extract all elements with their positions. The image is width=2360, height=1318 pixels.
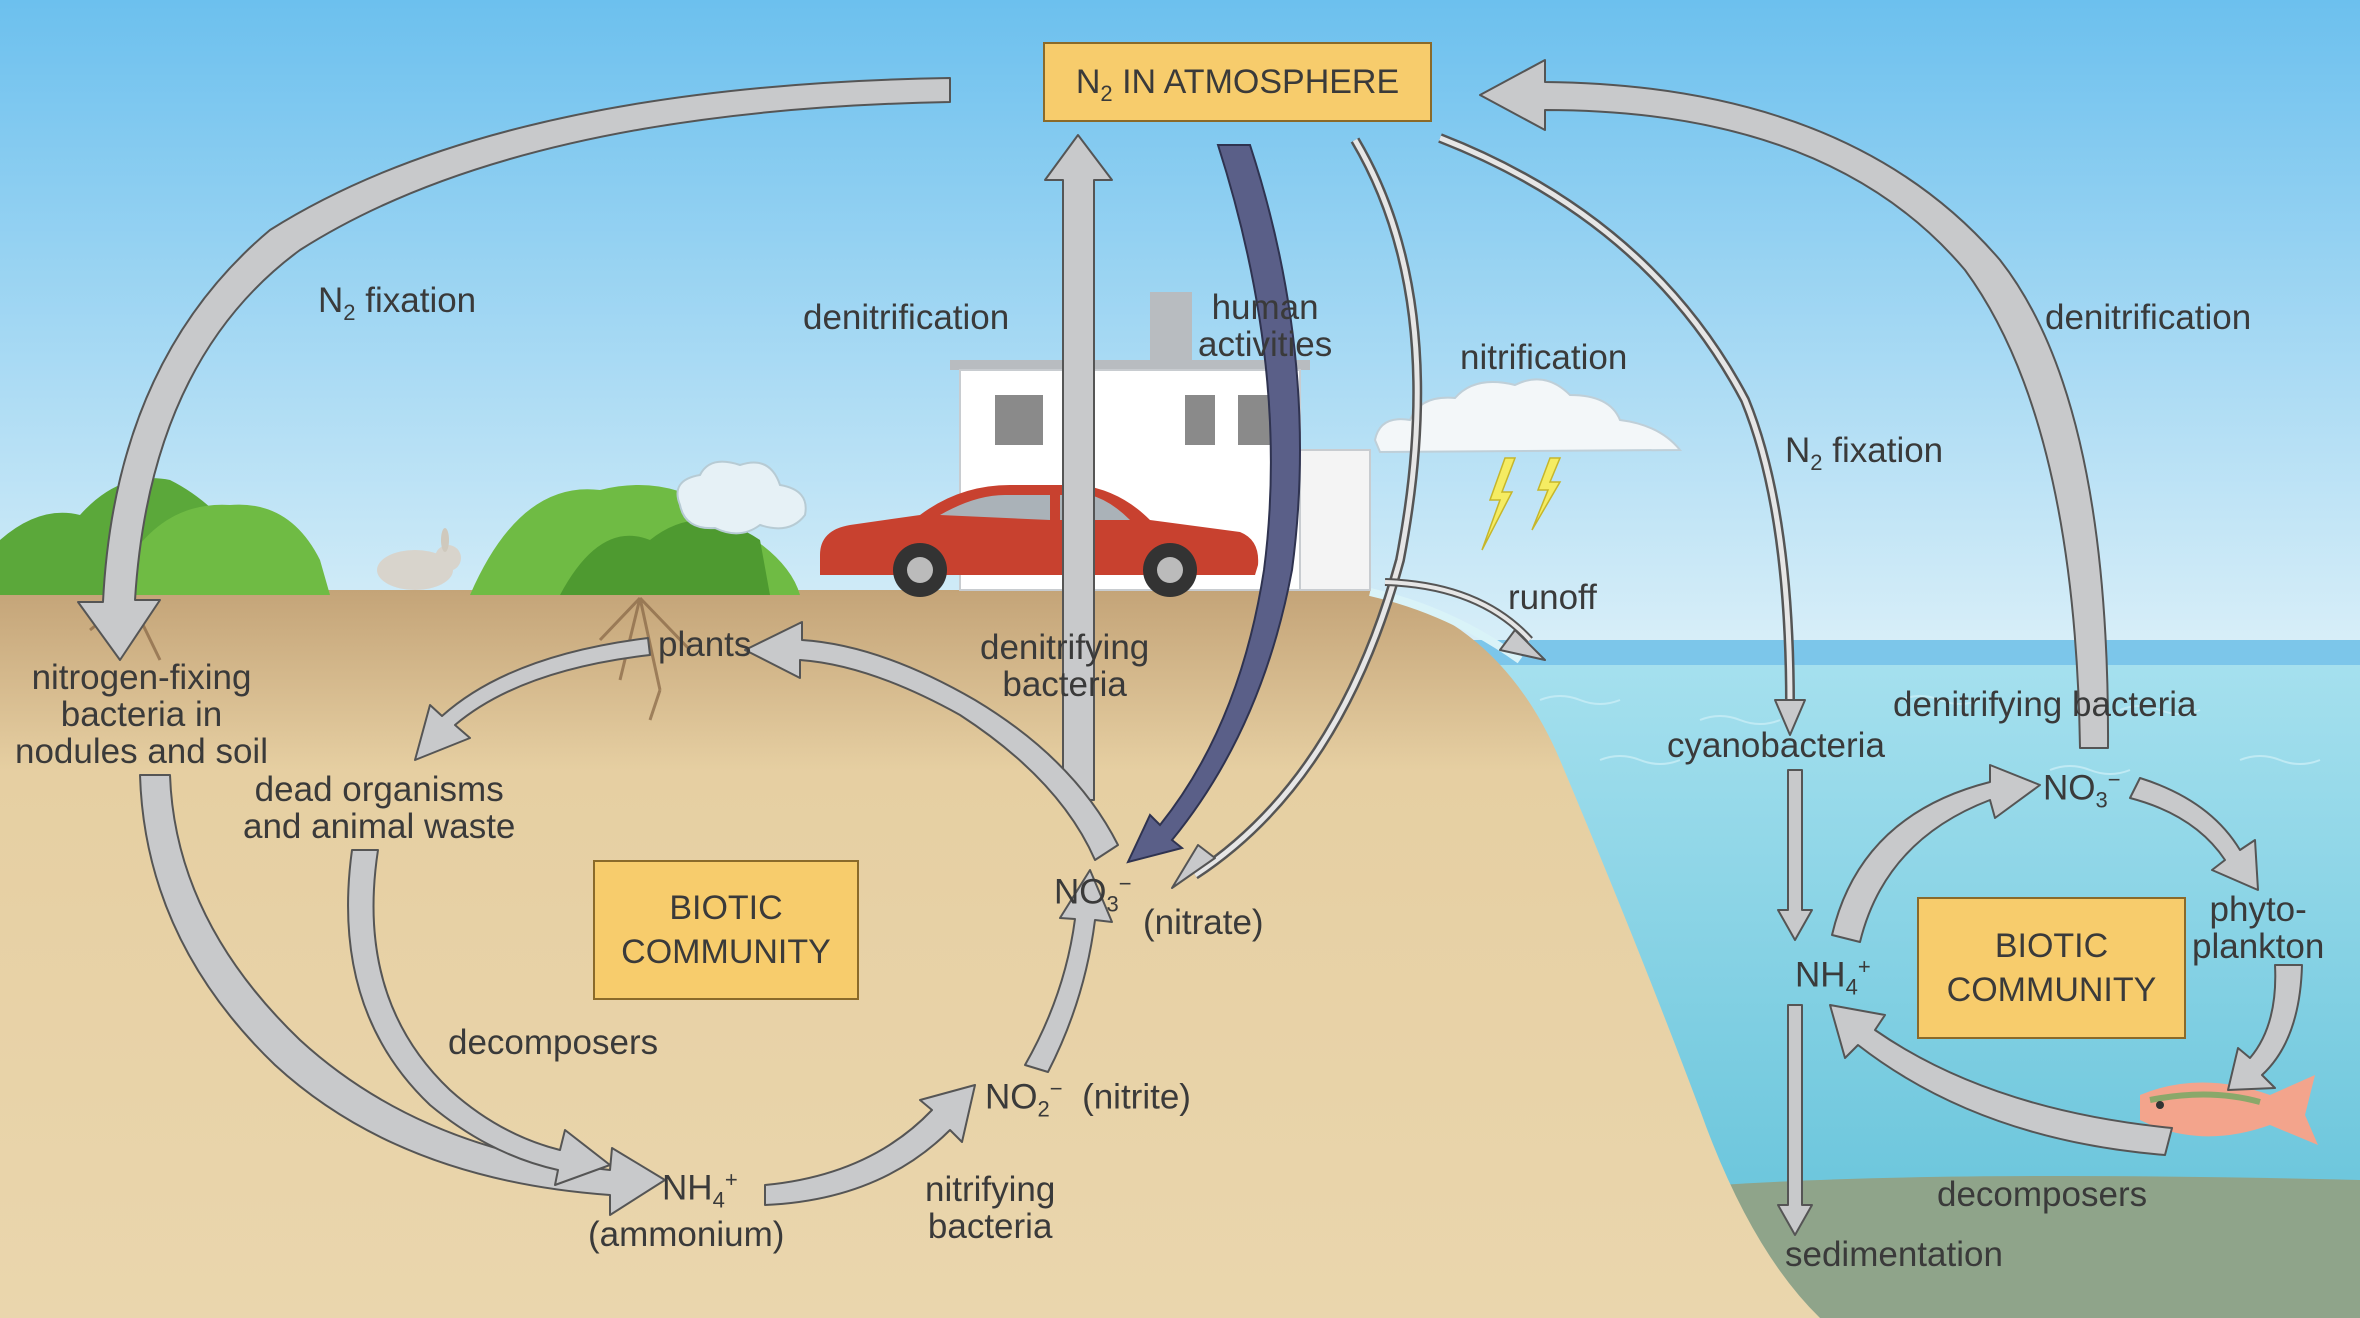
arrow-denitrification-water: [1479, 59, 2110, 749]
arrow-ammonium-to-nitrate-water: [1831, 764, 2041, 943]
label-plants: plants: [658, 625, 752, 664]
label-denitrifying-bacteria-water: denitrifying bacteria: [1893, 685, 2197, 724]
n2-atmosphere-sub: 2: [1100, 80, 1113, 106]
label-decomposers-land: decomposers: [448, 1023, 659, 1062]
lightning-icon: [1481, 457, 1562, 551]
label-n2-fixation-water: N2 fixation: [1785, 431, 1944, 475]
label-sedimentation: sedimentation: [1785, 1235, 2003, 1274]
label-ammonium-name-land: (ammonium): [588, 1215, 785, 1254]
arrow-nitrate-to-plants: [744, 621, 1119, 861]
label-ammonium-land: NH4+: [662, 1167, 738, 1213]
arrow-n2-fixation-water-head: [1774, 699, 1806, 736]
label-ammonium-water: NH4+: [1795, 954, 1871, 1000]
water-ripples: [1539, 695, 2321, 775]
n2-atmosphere-rest: IN ATMOSPHERE: [1112, 63, 1400, 101]
label-denitrification-water: denitrification: [2045, 298, 2252, 337]
arrow-n2-fixation-land: [77, 77, 951, 661]
arrow-phytoplankton-to-fish: [2227, 964, 2303, 1091]
arrow-bacteria-to-ammonium: [139, 774, 666, 1216]
arrow-n2-fixation-water-inner: [1439, 135, 1793, 706]
arrow-denitrification-land: [1044, 134, 1113, 801]
rabbit: [377, 528, 461, 590]
arrows: [77, 59, 2303, 1236]
label-nitrification: nitrification: [1460, 338, 1628, 377]
arrow-nitrification-land-head: [1171, 844, 1216, 889]
n2-atmosphere-prefix: N: [1075, 63, 1101, 101]
storm-cloud: [1373, 378, 1683, 454]
arrow-nitrate-to-phytoplankton: [2129, 777, 2259, 891]
arrow-plants-to-dead: [414, 637, 651, 761]
fish: [2140, 1075, 2318, 1145]
n2-atmosphere-box: N2 IN ATMOSPHERE: [1043, 42, 1432, 122]
arrow-nitrite-to-nitrate: [1024, 869, 1113, 1073]
label-nitrate-land: NO3−: [1054, 871, 1132, 917]
arrow-cyanobacteria-to-ammonium: [1777, 769, 1813, 941]
arrow-nitrification-land-inner: [1193, 138, 1420, 878]
label-denitrification-land: denitrification: [803, 298, 1010, 337]
label-runoff: runoff: [1508, 578, 1597, 617]
arrow-human-activities: [1126, 144, 1301, 864]
seabed: [1720, 1176, 2360, 1318]
arrow-dead-to-ammonium: [347, 849, 611, 1186]
arrow-runoff-head: [1499, 629, 1546, 661]
arrow-decomposers-to-ammonium: [1829, 1004, 2173, 1156]
label-cyanobacteria: cyanobacteria: [1667, 726, 1885, 765]
label-nitrite: NO2− (nitrite): [985, 1076, 1191, 1122]
vegetation: [0, 478, 800, 595]
label-decomposers-water: decomposers: [1937, 1175, 2148, 1214]
arrow-ammonium-to-nitrite: [764, 1084, 976, 1206]
exhaust-cloud: [676, 460, 807, 535]
arrow-runoff-inner: [1384, 580, 1532, 642]
label-nitrate-name-land: (nitrate): [1143, 903, 1264, 942]
arrow-ammonium-to-sedimentation: [1777, 1004, 1813, 1236]
label-phytoplankton: phyto-plankton: [2192, 890, 2325, 966]
label-n2-fixation-land: N2 fixation: [318, 281, 477, 325]
label-nitrate-water: NO3−: [2043, 767, 2121, 813]
